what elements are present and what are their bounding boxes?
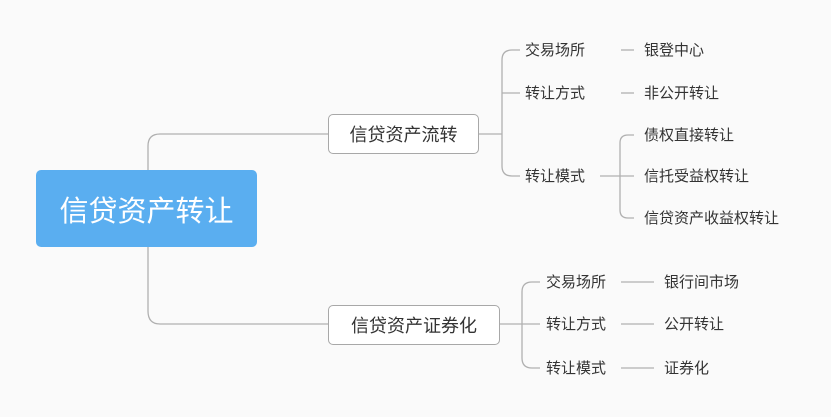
b1-item-mode[interactable]: 转让模式	[525, 167, 586, 185]
b1-leaf-mode-1[interactable]: 债权直接转让	[644, 126, 735, 144]
b1-leaf-venue[interactable]: 银登中心	[644, 41, 705, 59]
b2-leaf-method[interactable]: 公开转让	[664, 315, 725, 333]
b2-leaf-mode[interactable]: 证券化	[664, 359, 710, 377]
connector-branch-1-items	[479, 49, 520, 177]
connector-root-branch-1	[147, 133, 328, 170]
b1-leaf-mode-2[interactable]: 信托受益权转让	[644, 167, 750, 185]
b2-item-method[interactable]: 转让方式	[546, 315, 607, 333]
b1-leaf-mode-3[interactable]: 信贷资产收益权转让	[644, 209, 780, 227]
root-node[interactable]: 信贷资产转让	[36, 170, 257, 247]
b1-item-method[interactable]: 转让方式	[525, 84, 586, 102]
b1-item-venue[interactable]: 交易场所	[525, 41, 586, 59]
connector-branch-2-items	[500, 281, 540, 369]
branch-node-asset-circulation[interactable]: 信贷资产流转	[328, 114, 479, 154]
connector-b1-mode-leaves	[600, 134, 634, 219]
connector-root-branch-2	[147, 247, 328, 325]
b2-leaf-venue[interactable]: 银行间市场	[664, 273, 740, 291]
b1-leaf-method[interactable]: 非公开转让	[644, 84, 720, 102]
branch-node-securitization[interactable]: 信贷资产证券化	[328, 305, 500, 345]
b2-item-venue[interactable]: 交易场所	[546, 273, 607, 291]
b2-item-mode[interactable]: 转让模式	[546, 359, 607, 377]
